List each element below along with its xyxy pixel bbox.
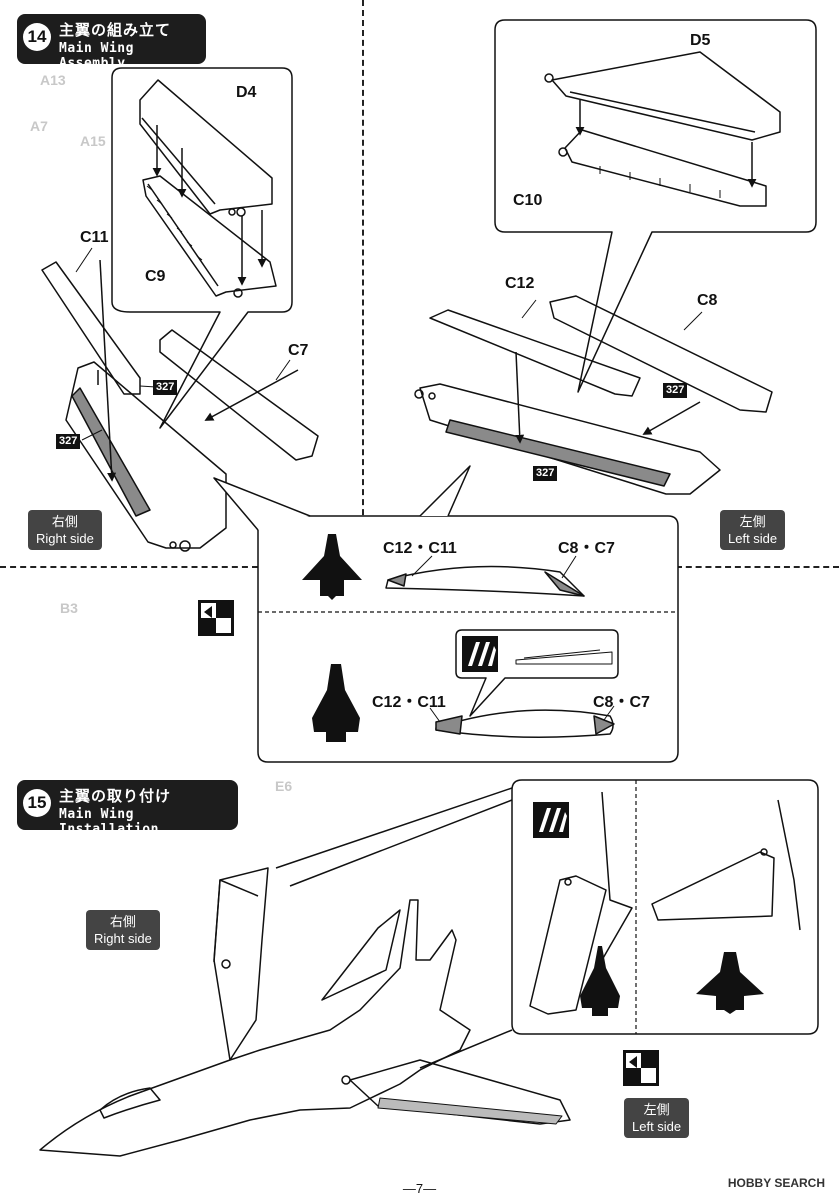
section-label-pair-c: C12・C11 [372, 694, 446, 711]
checker-arrow-icon [623, 1050, 659, 1086]
install-right-side-en: Right side [94, 931, 152, 946]
right-side-jp: 右側 [51, 514, 78, 529]
silhouette-detail-swept-icon [696, 952, 764, 1014]
step-14-title-jp: 主翼の組み立て [59, 22, 172, 39]
part-c12-shape [429, 309, 641, 397]
step-15-number: 15 [23, 789, 51, 817]
paint-code-badge: 327 [56, 434, 81, 449]
left-side-en: Left side [728, 531, 778, 546]
install-left-side-jp: 左側 [643, 1102, 670, 1117]
part-label-d5: D5 [690, 32, 711, 49]
section-label-pair-d: C8・C7 [593, 694, 650, 711]
step-14-title-en: Main Wing Assembly [59, 41, 134, 71]
aircraft-fuselage [39, 899, 471, 1157]
ghost-text: A13 [40, 72, 66, 88]
step-15-header: 15 主翼の取り付け Main Wing Installation [17, 780, 238, 837]
silhouette-swept-icon [302, 534, 362, 600]
install-right-side-tag: 右側 Right side [86, 910, 160, 950]
part-label-c7: C7 [288, 342, 309, 359]
paint-code-badge: 327 [533, 466, 558, 481]
ghost-text: B3 [60, 600, 78, 616]
metal-paint-icon [533, 802, 569, 838]
section-label-pair-b: C8・C7 [558, 540, 615, 557]
part-right-lower-wing [65, 361, 227, 549]
callout-box-d4 [111, 67, 293, 429]
part-label-c8: C8 [697, 292, 718, 309]
silhouette-unswept-icon [312, 664, 360, 742]
install-left-side-tag: 左側 Left side [624, 1098, 690, 1138]
divider-horizontal-left [0, 566, 258, 568]
ghost-text: E6 [275, 778, 293, 794]
paint-code-badge: 327 [153, 380, 178, 395]
ghost-text: A7 [30, 118, 48, 134]
aircraft-tail-fin [321, 909, 401, 1001]
silhouette-detail-unswept-icon [580, 946, 620, 1016]
part-d4-shape [139, 79, 273, 215]
checker-arrow-icon [198, 600, 234, 636]
install-detail-box [511, 779, 819, 1035]
part-label-c10: C10 [513, 192, 543, 209]
left-side-jp: 左側 [739, 514, 766, 529]
left-side-tag: 左側 Left side [720, 510, 786, 550]
paint-code-badge: 327 [663, 383, 688, 398]
divider-horizontal-right [676, 566, 839, 568]
step-14-number: 14 [23, 23, 51, 51]
install-left-side-en: Left side [632, 1119, 682, 1134]
part-label-c12: C12 [505, 275, 535, 292]
divider-vertical [362, 0, 364, 565]
section-label-pair-a: C12・C11 [383, 540, 457, 557]
metal-paint-icon [462, 636, 498, 672]
step-14-header: 14 主翼の組み立て Main Wing Assembly [17, 14, 206, 71]
right-side-en: Right side [36, 531, 94, 546]
callout-box-d5 [494, 19, 817, 393]
page-number: —7— [402, 1181, 437, 1196]
step-15-title-jp: 主翼の取り付け [59, 788, 172, 805]
ghost-text: A15 [80, 133, 106, 149]
airfoil-bottom [435, 709, 614, 738]
watermark: HOBBY SEARCH [727, 1176, 825, 1190]
part-d5-shape [551, 51, 781, 141]
step-15-title-en: Main Wing Installation [59, 807, 159, 837]
part-label-c9: C9 [145, 268, 166, 285]
detail-wing-left [529, 875, 607, 1015]
part-label-c11: C11 [80, 229, 109, 246]
part-c7-shape [159, 329, 319, 461]
part-label-d4: D4 [236, 84, 257, 101]
part-c8-shape [549, 295, 773, 413]
install-right-side-jp: 右側 [109, 914, 136, 929]
right-side-tag: 右側 Right side [28, 510, 102, 550]
detail-wing-right [651, 851, 775, 921]
